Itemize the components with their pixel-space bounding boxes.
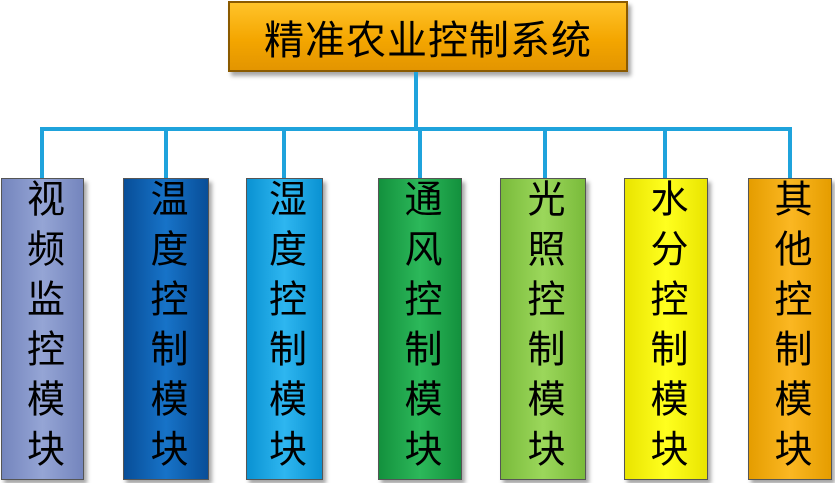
module-label: 湿度控制模块 — [262, 179, 307, 479]
module-label: 其他控制模块 — [768, 179, 812, 479]
branch-connector — [788, 127, 792, 179]
module-video-monitoring: 视频监控模块 — [1, 178, 84, 480]
root-node-label: 精准农业控制系统 — [264, 17, 592, 64]
branch-connector — [40, 127, 44, 179]
module-label: 通风控制模块 — [398, 179, 442, 479]
module-label: 视频监控模块 — [20, 179, 65, 479]
branch-connector — [282, 127, 286, 179]
bus-connector — [40, 127, 792, 131]
module-ventilation-control: 通风控制模块 — [378, 178, 462, 480]
module-other-control: 其他控制模块 — [748, 178, 832, 480]
module-label: 光照控制模块 — [521, 179, 565, 479]
branch-connector — [663, 127, 667, 179]
module-label: 水分控制模块 — [644, 179, 688, 479]
module-temperature-control: 温度控制模块 — [123, 178, 209, 480]
module-humidity-control: 湿度控制模块 — [246, 178, 323, 480]
root-node: 精准农业控制系统 — [228, 1, 628, 72]
module-water-control: 水分控制模块 — [624, 178, 708, 480]
branch-connector — [418, 127, 422, 179]
module-label: 温度控制模块 — [144, 179, 188, 479]
module-light-control: 光照控制模块 — [500, 178, 586, 480]
branch-connector — [543, 127, 547, 179]
branch-connector — [164, 127, 168, 179]
trunk-connector — [414, 72, 418, 130]
